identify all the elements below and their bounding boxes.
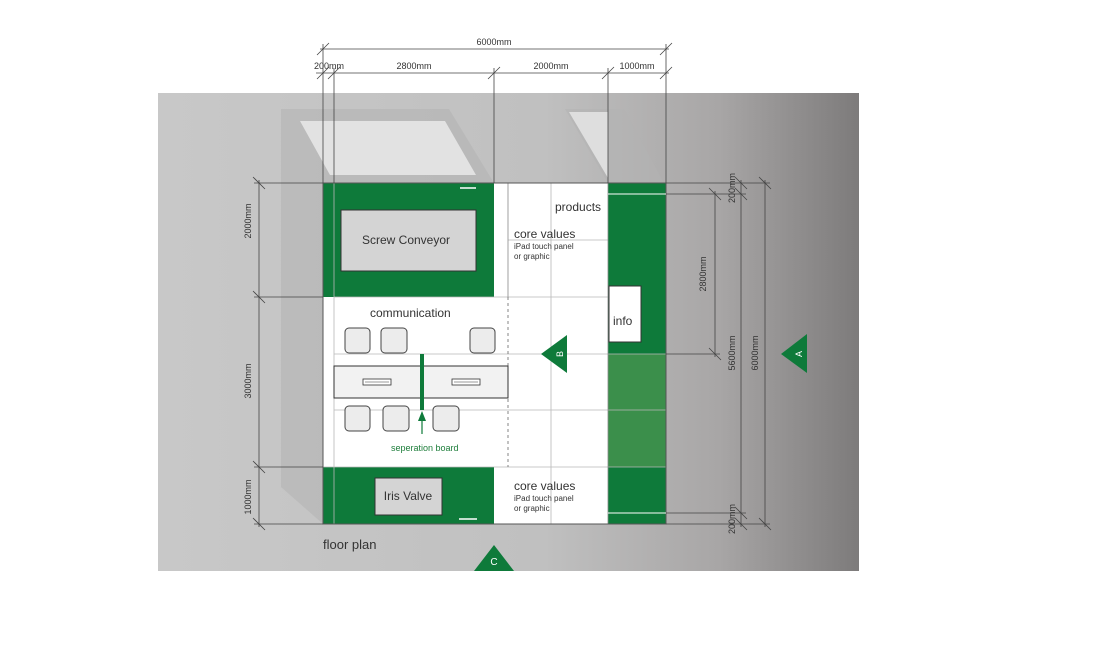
marker-b-label: B bbox=[555, 351, 565, 357]
separation-board bbox=[420, 354, 424, 410]
seat bbox=[432, 405, 460, 432]
top-dim-1: 200mm bbox=[314, 61, 344, 71]
marker-a bbox=[781, 334, 807, 373]
floor-plan-label: floor plan bbox=[323, 537, 376, 552]
separation-board-arrow bbox=[418, 411, 426, 421]
info-label: info bbox=[613, 314, 633, 328]
ipad-top-line2: or graphic bbox=[514, 252, 550, 261]
left-dim-3: 1000mm bbox=[243, 479, 253, 514]
center-strip bbox=[494, 183, 508, 524]
left-dimension-lines bbox=[252, 176, 323, 531]
core-values-top-label: core values bbox=[514, 227, 575, 241]
light-window-left bbox=[300, 121, 476, 175]
seat bbox=[382, 405, 410, 432]
top-dim-3: 2000mm bbox=[533, 61, 568, 71]
right-dimension-lines bbox=[666, 176, 772, 531]
screw-conveyor-box bbox=[340, 209, 477, 272]
right-dim-4: 6000mm bbox=[750, 335, 760, 370]
green-zone-right-bottom bbox=[608, 467, 666, 524]
ipad-bottom-line1: iPad touch panel bbox=[514, 494, 574, 503]
booth-outline bbox=[322, 182, 667, 525]
ipad-bottom-line2: or graphic bbox=[514, 504, 550, 513]
marker-b bbox=[541, 335, 567, 373]
communication-label: communication bbox=[370, 306, 451, 320]
iris-valve-label: Iris Valve bbox=[384, 489, 433, 503]
right-dim-5: 200mm bbox=[727, 504, 737, 534]
ipad-top-line1: iPad touch panel bbox=[514, 242, 574, 251]
marker-c bbox=[474, 545, 514, 571]
products-label: products bbox=[555, 200, 601, 214]
info-box bbox=[608, 285, 642, 343]
iris-valve-box bbox=[374, 477, 443, 516]
top-dim-2: 2800mm bbox=[396, 61, 431, 71]
seat bbox=[469, 327, 496, 354]
separation-board-label: seperation board bbox=[391, 443, 459, 453]
top-dim-total: 6000mm bbox=[476, 37, 511, 47]
marker-c-label: C bbox=[490, 557, 497, 568]
right-dim-3: 5600mm bbox=[727, 335, 737, 370]
core-values-bottom-label: core values bbox=[514, 479, 575, 493]
left-wall-strip bbox=[323, 297, 334, 467]
seat bbox=[344, 405, 371, 432]
light-window-right bbox=[569, 112, 608, 178]
seat bbox=[344, 327, 371, 354]
seat bbox=[380, 327, 408, 354]
top-dimension-lines bbox=[316, 42, 673, 183]
right-dim-1: 200mm bbox=[727, 173, 737, 203]
left-dim-2: 3000mm bbox=[243, 363, 253, 398]
left-dim-1: 2000mm bbox=[243, 203, 253, 238]
right-dim-2: 2800mm bbox=[698, 256, 708, 291]
marker-a-label: A bbox=[794, 351, 804, 357]
green-zone-right-middle bbox=[608, 354, 666, 467]
screw-conveyor-label: Screw Conveyor bbox=[362, 233, 450, 247]
top-dim-4: 1000mm bbox=[619, 61, 654, 71]
